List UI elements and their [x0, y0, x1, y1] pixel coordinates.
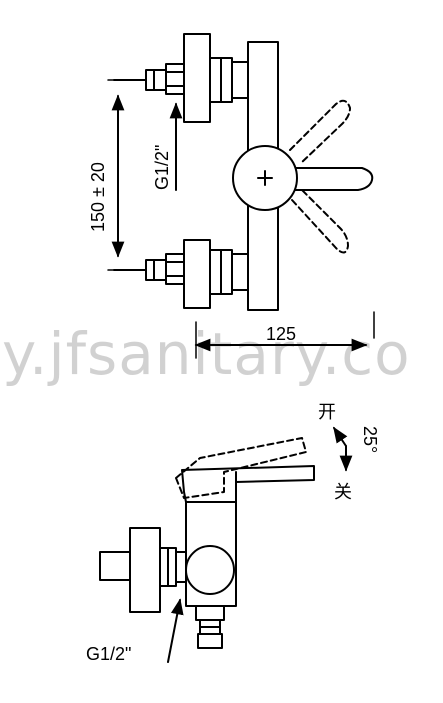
close-label: 关	[334, 482, 352, 503]
open-label: 开	[318, 402, 336, 423]
dim-height-label: 150 ± 20	[88, 162, 108, 232]
handle-open-position	[289, 99, 351, 165]
thread-label-side: G1/2"	[86, 644, 131, 664]
side-view	[99, 426, 353, 663]
side-lever-dashed	[175, 437, 307, 499]
open-arrow	[333, 426, 348, 447]
thread-pointer-side	[167, 598, 184, 663]
side-cartridge-circle	[185, 545, 235, 595]
top-inlet-connector	[113, 33, 249, 123]
dim-width-label: 125	[266, 324, 296, 344]
thread-label-front: G1/2"	[152, 145, 172, 190]
lever-handle	[291, 167, 374, 191]
watermark-text: y.jfsanitary.co	[2, 320, 411, 388]
bottom-inlet-connector	[113, 239, 249, 309]
handle-close-position	[291, 189, 349, 254]
side-lever-solid	[181, 465, 315, 503]
angle-label: 25°	[360, 426, 380, 453]
side-outlet	[195, 605, 225, 649]
side-inlet-connector	[99, 527, 187, 613]
front-view	[107, 33, 375, 359]
